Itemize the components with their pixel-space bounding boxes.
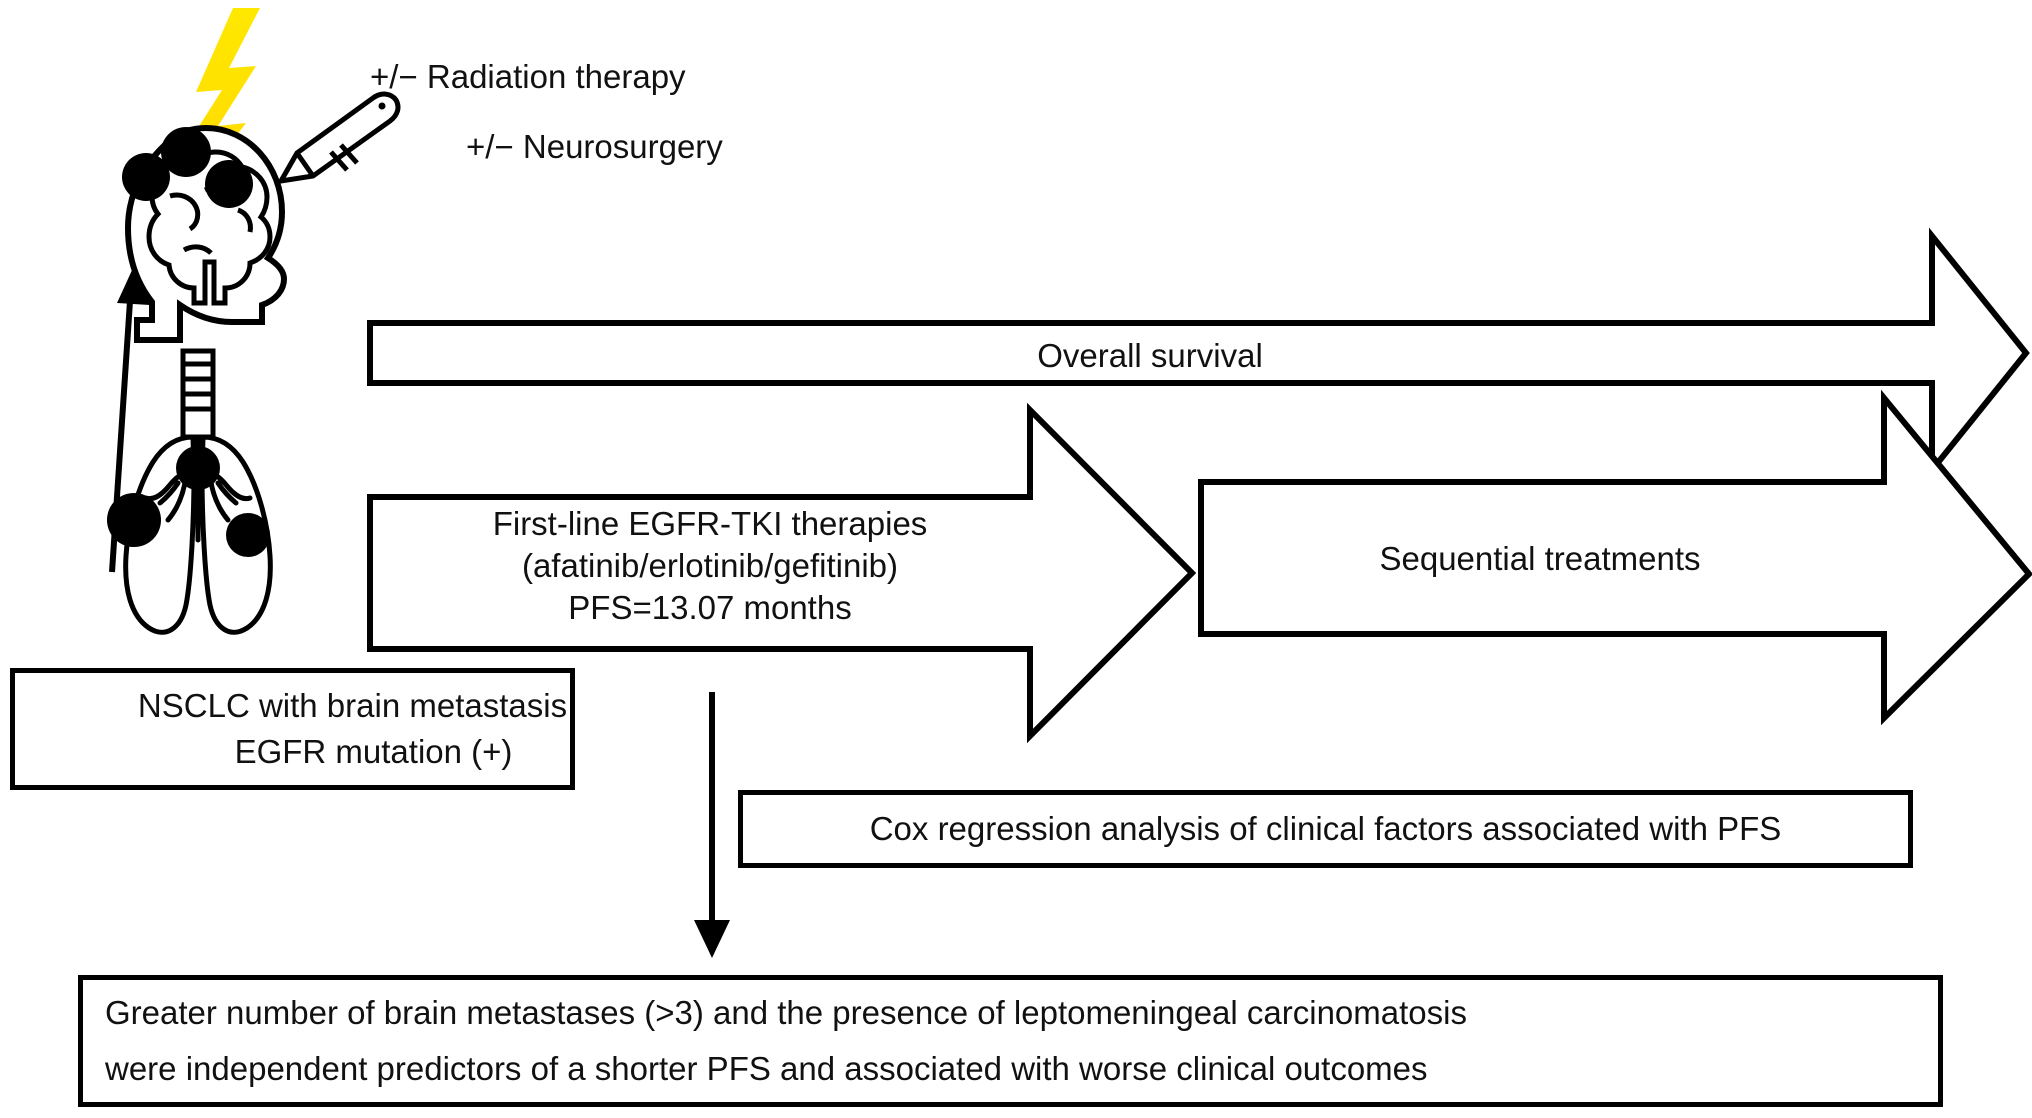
conclusion-box: Greater number of brain metastases (>3) …: [78, 975, 1943, 1107]
head-with-brain-metastases-icon: [122, 124, 288, 343]
first-line-tki-line3: PFS=13.07 months: [568, 588, 852, 626]
first-line-tki-label-group: First-line EGFR-TKI therapies (afatinib/…: [400, 505, 1020, 627]
overall-survival-label: Overall survival: [1037, 337, 1263, 374]
overall-survival-arrow: [367, 227, 2030, 479]
conclusion-line1: Greater number of brain metastases (>3) …: [105, 994, 1467, 1032]
first-line-tki-line1: First-line EGFR-TKI therapies: [492, 505, 928, 542]
neurosurgery-label: +/− Neurosurgery: [466, 128, 723, 165]
scalpel-icon: [276, 91, 401, 185]
lungs-with-tumors-icon: [107, 348, 273, 635]
analysis-down-arrow: [694, 692, 730, 958]
lightning-bolt-icon: [181, 8, 260, 208]
population-box: NSCLC with brain metastasis EGFR mutatio…: [10, 668, 575, 790]
sequential-treatments-label: Sequential treatments: [1379, 540, 1701, 577]
sequential-treatments-arrow: [1198, 389, 2032, 726]
population-line1: NSCLC with brain metastasis: [137, 687, 568, 725]
first-line-tki-arrow: [367, 402, 1197, 744]
first-line-tki-line2: (afatinib/erlotinib/gefitinib): [521, 546, 899, 584]
cox-regression-label: Cox regression analysis of clinical fact…: [869, 810, 1782, 848]
cox-regression-box: Cox regression analysis of clinical fact…: [738, 790, 1913, 868]
conclusion-line2: were independent predictors of a shorter…: [105, 1050, 1428, 1087]
radiation-therapy-label: +/− Radiation therapy: [370, 58, 686, 95]
population-line2: EGFR mutation (+): [234, 733, 513, 770]
